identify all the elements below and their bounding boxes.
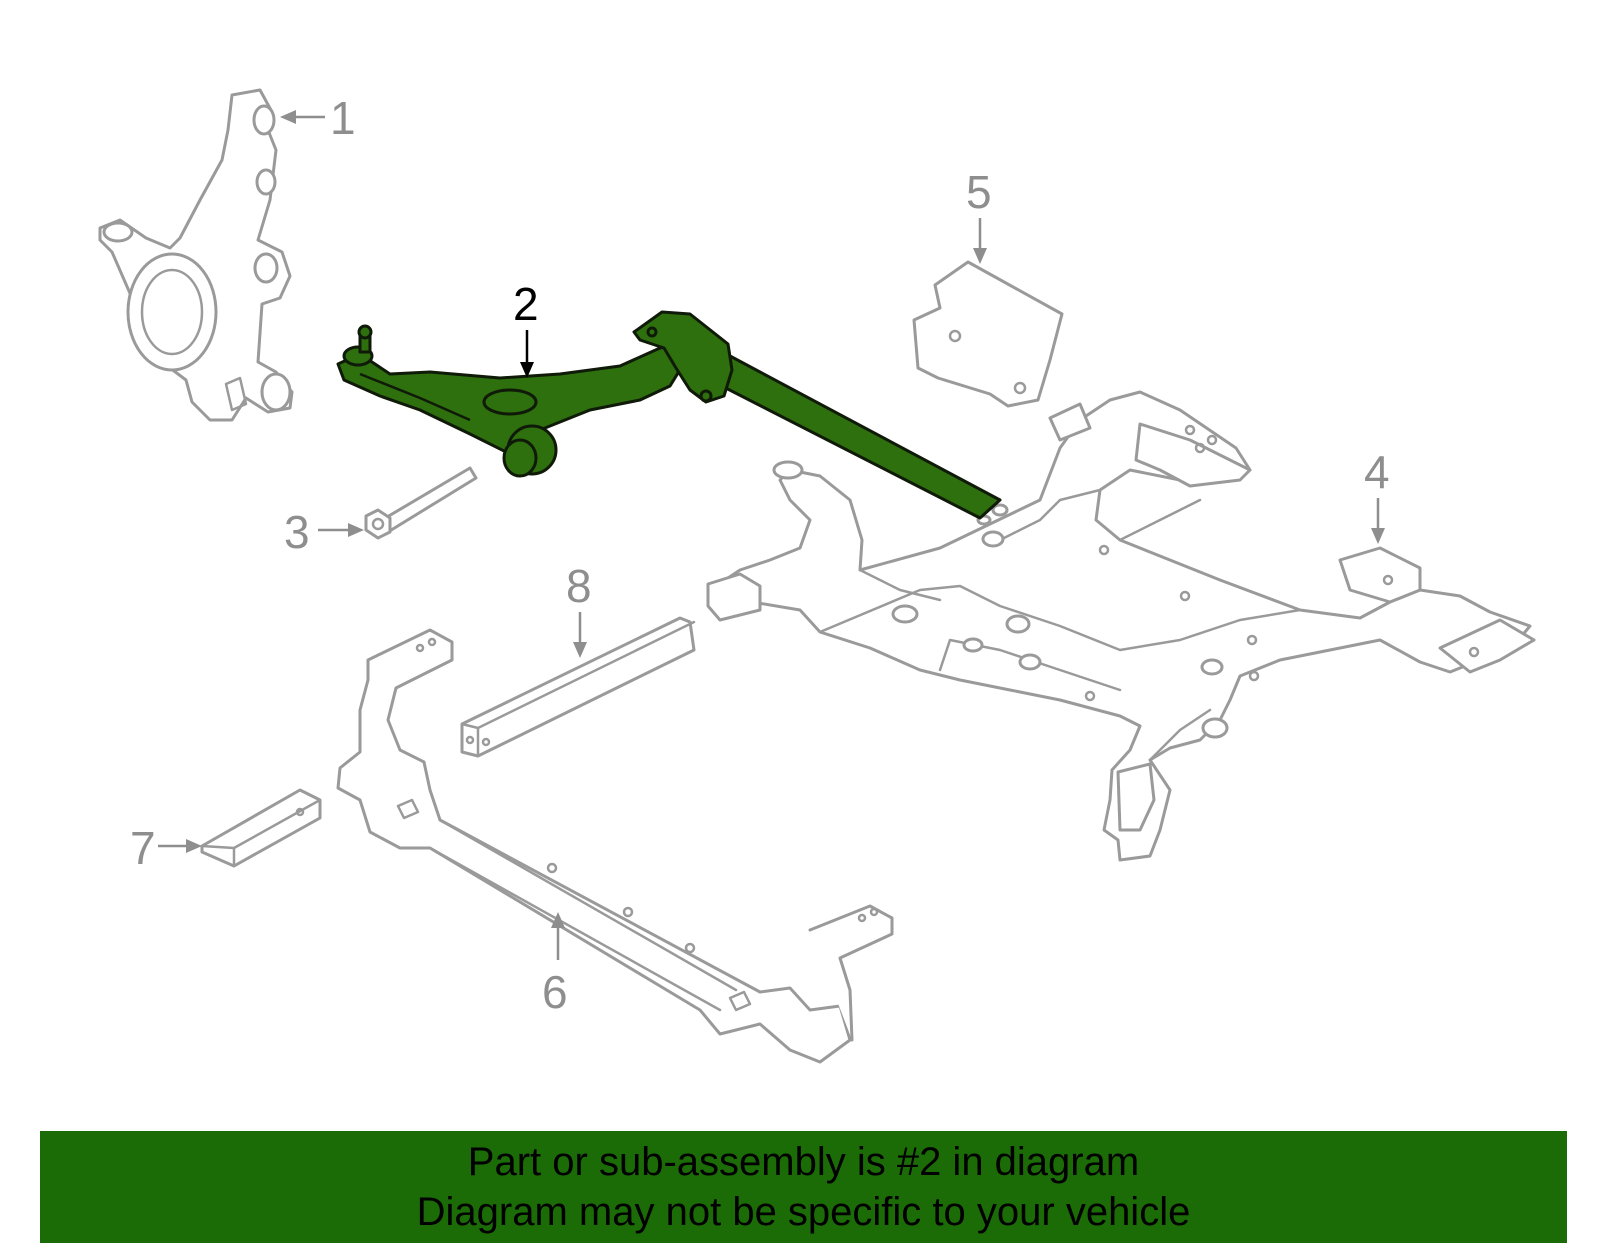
notice-line-1: Part or sub-assembly is #2 in diagram [467,1140,1140,1184]
callout-3: 3 [284,506,364,558]
callout-6: 6 [542,912,568,1018]
callout-4-label: 4 [1364,446,1390,498]
heat-shield-plate-part [912,260,1064,408]
callout-2: 2 [513,278,539,378]
small-bracket-part [200,788,322,868]
reinforcement-bar-part [460,616,696,758]
lower-control-arm-part [336,310,1002,520]
callout-7-label: 7 [130,822,156,874]
callout-2-label: 2 [513,278,539,330]
subframe-part [706,390,1536,862]
callout-8: 8 [566,560,592,658]
bolt-part [364,466,478,540]
callout-3-label: 3 [284,506,310,558]
callout-8-label: 8 [566,560,592,612]
callout-4: 4 [1364,446,1390,544]
callout-7: 7 [130,822,202,874]
notice-banner: Part or sub-assembly is #2 in diagram Di… [40,1131,1567,1243]
crossmember-brace-part [336,628,894,1064]
callout-6-label: 6 [542,966,568,1018]
steering-knuckle-part [98,88,294,422]
callout-1: 1 [280,92,356,144]
notice-line-2: Diagram may not be specific to your vehi… [416,1190,1191,1234]
callout-5: 5 [966,166,992,264]
callout-1-label: 1 [330,92,356,144]
callout-5-label: 5 [966,166,992,218]
